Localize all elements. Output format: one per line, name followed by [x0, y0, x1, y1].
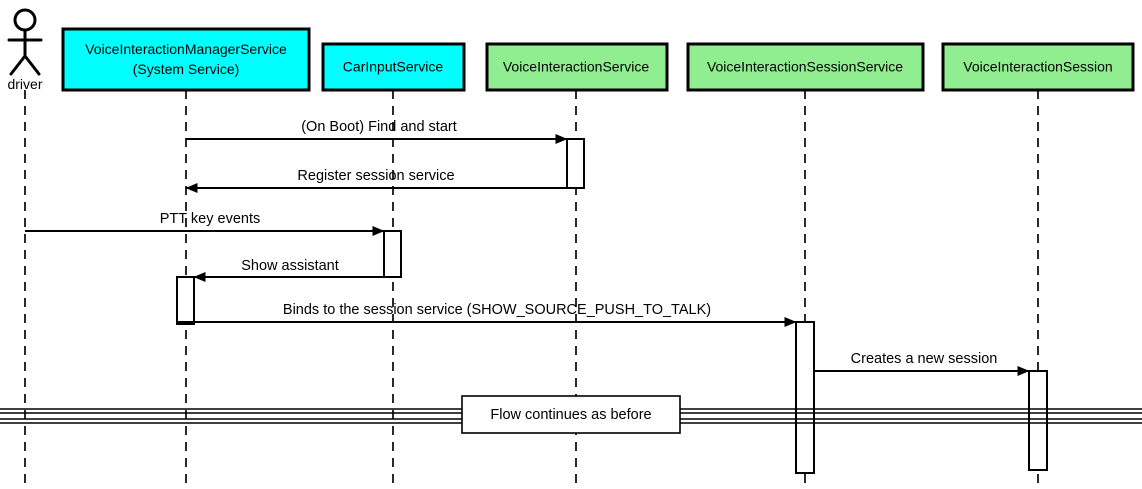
- activation-bar-vsession: [1028, 370, 1048, 471]
- participant-viss[interactable]: VoiceInteractionSessionService: [686, 42, 925, 92]
- participant-label-vsession: VoiceInteractionSession: [963, 59, 1112, 75]
- participants-group: VoiceInteractionManagerService (System Se…: [61, 27, 1135, 92]
- flow-break-divider: Flow continues as before: [0, 395, 1142, 434]
- participant-box-vis[interactable]: [485, 42, 669, 92]
- message-label-m3: PTT key events: [160, 211, 260, 227]
- message-m4[interactable]: Show assistant: [193, 258, 384, 282]
- actor-driver: driver: [7, 8, 43, 92]
- message-m6[interactable]: Creates a new session: [814, 351, 1030, 376]
- message-label-m4: Show assistant: [241, 258, 339, 274]
- message-label-m2: Register session service: [297, 168, 454, 184]
- flow-break-box: [461, 395, 681, 434]
- participant-carinput[interactable]: CarInputService: [321, 42, 466, 92]
- participant-vsession[interactable]: VoiceInteractionSession: [941, 42, 1135, 92]
- participant-box-vims[interactable]: [61, 27, 311, 92]
- message-m2[interactable]: Register session service: [185, 168, 567, 193]
- participant-box-carinput[interactable]: [321, 42, 466, 92]
- actor-leg-right-icon: [23, 54, 41, 76]
- participant-label-vims-line1: VoiceInteractionManagerService: [85, 41, 287, 57]
- message-m3[interactable]: PTT key events: [25, 211, 385, 236]
- activation-bar-vis: [566, 138, 585, 189]
- actor-leg-left-icon: [9, 54, 27, 76]
- activation-bar-vims: [176, 276, 195, 325]
- message-m5[interactable]: Binds to the session service (SHOW_SOURC…: [177, 302, 797, 327]
- message-label-m1: (On Boot) Find and start: [301, 119, 457, 135]
- message-m1[interactable]: (On Boot) Find and start: [186, 119, 568, 144]
- participant-label-vims-line2: (System Service): [133, 61, 240, 77]
- participant-label-carinput: CarInputService: [343, 59, 444, 75]
- activation-bar-carinput: [383, 230, 402, 278]
- actor-head-icon: [13, 8, 37, 32]
- participant-box-viss[interactable]: [686, 42, 925, 92]
- participant-vims[interactable]: VoiceInteractionManagerService (System Se…: [61, 27, 311, 92]
- participant-box-vsession[interactable]: [941, 42, 1135, 92]
- activation-bar-viss: [795, 321, 815, 474]
- participant-label-viss: VoiceInteractionSessionService: [707, 59, 903, 75]
- message-label-m5: Binds to the session service (SHOW_SOURC…: [283, 302, 711, 318]
- participant-vis[interactable]: VoiceInteractionService: [485, 42, 669, 92]
- message-label-m6: Creates a new session: [851, 351, 998, 367]
- activation-bars-group: [176, 138, 1048, 474]
- participant-label-vis: VoiceInteractionService: [503, 59, 650, 75]
- flow-break-label: Flow continues as before: [490, 407, 651, 423]
- actor-driver-label: driver: [7, 76, 42, 92]
